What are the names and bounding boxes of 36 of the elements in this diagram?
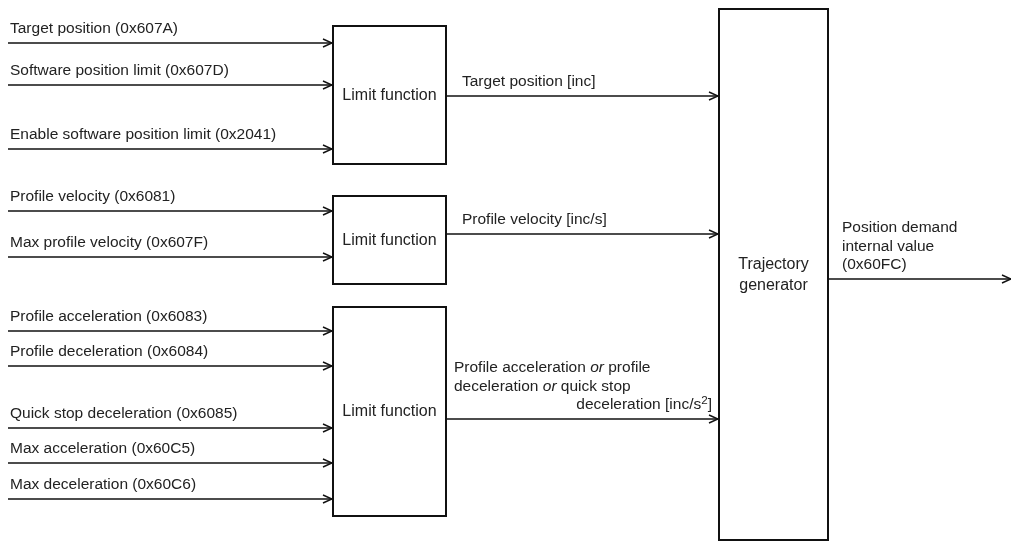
arrow [7,326,333,336]
arrow [446,414,719,424]
arrow [7,361,333,371]
edge-label: Max acceleration (0x60C5) [10,439,197,458]
edge-label: Target position (0x607A) [10,19,179,38]
arrow [7,144,333,154]
edge-label: Max deceleration (0x60C6) [10,475,198,494]
edge-label: Enable software position limit (0x2041) [10,125,278,144]
arrow [7,252,333,262]
arrow [7,494,333,504]
function-block [332,25,447,165]
arrow [828,274,1012,284]
arrow [446,229,719,239]
function-block [332,306,447,517]
edge-label: Profile acceleration or profile deceleration or quick stop deceleration [inc/s$^{2}$] [454,358,712,414]
block-label: Limit function [342,229,437,250]
edge-label: Software position limit (0x607D) [10,61,230,80]
block-label: Limit function [342,401,437,422]
block-label: Limit function [342,84,437,105]
arrow [7,38,333,48]
arrow [7,206,333,216]
arrow [446,91,719,101]
function-block [332,195,447,285]
edge-label: Profile acceleration (0x6083) [10,307,209,326]
arrow [7,423,333,433]
arrow [7,458,333,468]
function-block [718,8,829,541]
edge-label: Quick stop deceleration (0x6085) [10,404,239,423]
arrow [7,80,333,90]
edge-label: Max profile velocity (0x607F) [10,233,210,252]
block-label: Trajectory generator [737,253,810,295]
edge-label: Profile velocity (0x6081) [10,187,177,206]
edge-label: Profile velocity [inc/s] [462,210,608,229]
edge-label: Position demand internal value (0x60FC) [842,218,959,274]
edge-label: Profile deceleration (0x6084) [10,342,210,361]
edge-label: Target position [inc] [462,72,597,91]
